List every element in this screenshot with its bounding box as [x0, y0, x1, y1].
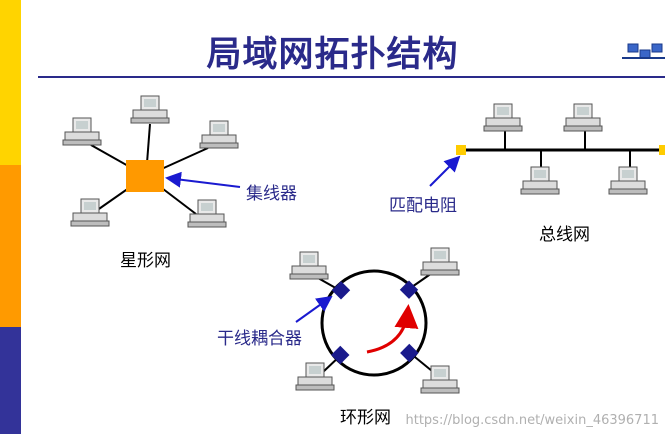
ring-direction-arrow: [366, 304, 419, 354]
star-topology: [62, 95, 241, 228]
coupler-icon: [400, 343, 419, 363]
coupler-label: 干线耦合器: [217, 329, 302, 349]
computer-icon: [130, 95, 170, 124]
computer-icon: [199, 120, 239, 149]
side-bar-orange: [0, 165, 21, 327]
coupler-icon: [399, 280, 419, 299]
computer-icon: [420, 247, 460, 276]
hub-label: 集线器: [246, 184, 297, 204]
computer-icon: [62, 117, 102, 146]
terminator-icon: [659, 145, 665, 155]
coupler-pointer-arrow: [295, 295, 333, 323]
terminator-icon: [456, 145, 466, 155]
computer-icon: [483, 103, 523, 132]
computer-icon: [187, 199, 227, 228]
title-underline: [38, 76, 665, 78]
ring-topology: [289, 247, 460, 394]
star-caption: 星形网: [120, 251, 171, 271]
computer-icon: [420, 365, 460, 394]
side-bar-blue: [0, 327, 21, 434]
computer-icon: [520, 166, 560, 195]
terminator-label: 匹配电阻: [389, 196, 457, 216]
ring-caption: 环形网: [340, 408, 391, 428]
side-bar-yellow: [0, 0, 21, 165]
ring-cable: [320, 269, 428, 377]
computer-icon: [608, 166, 648, 195]
computer-icon: [563, 103, 603, 132]
hub-pointer-arrow: [165, 171, 241, 188]
logo-icon: [622, 43, 665, 59]
hub-icon: [126, 160, 164, 192]
bus-topology: [429, 103, 665, 195]
coupler-icon: [331, 345, 350, 365]
bus-caption: 总线网: [539, 225, 590, 245]
computer-icon: [70, 198, 110, 227]
computer-icon: [289, 251, 329, 280]
coupler-icon: [331, 281, 351, 300]
page-title: 局域网拓扑结构: [206, 35, 459, 75]
terminator-pointer-arrow: [429, 155, 461, 187]
watermark-text: https://blog.csdn.net/weixin_46396711: [405, 413, 659, 428]
